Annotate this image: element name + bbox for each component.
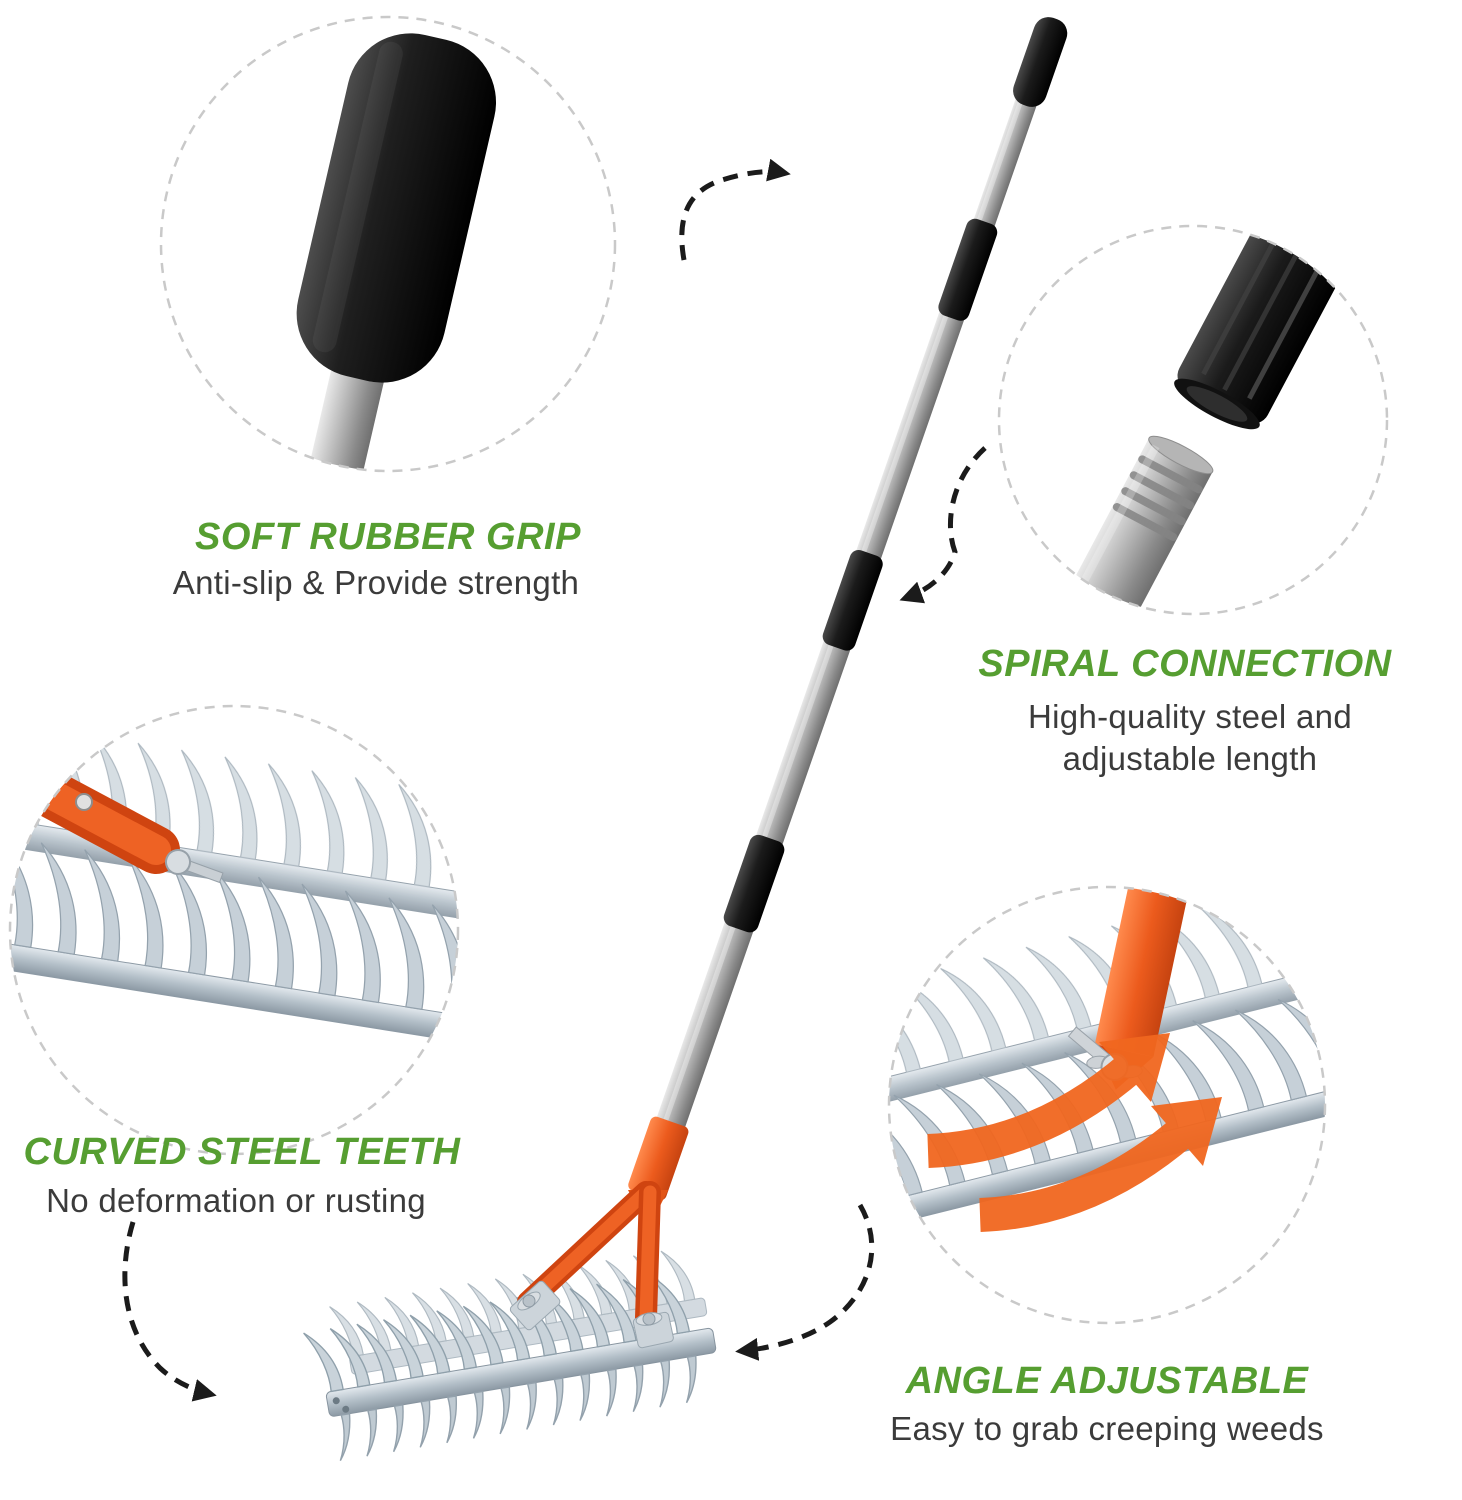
threaded-pole-end <box>1022 435 1214 614</box>
angle-feature-subtitle: Easy to grab creeping weeds <box>890 1410 1324 1447</box>
spiral-subtitle-line1: High-quality steel and <box>1028 698 1352 735</box>
dashed-circle-border <box>8 704 460 1156</box>
spiral-photo <box>997 224 1389 616</box>
wing-screw-left <box>517 1291 541 1311</box>
arrow-spiral-to-pole <box>899 446 987 604</box>
rake-pole <box>628 17 1068 1201</box>
top-end-cap <box>1013 17 1068 107</box>
angle-feature-title: ANGLE ADJUSTABLE <box>905 1360 1309 1402</box>
teeth-feature-title: CURVED STEEL TEETH <box>23 1131 461 1173</box>
arrow-grip-to-pole <box>679 158 791 261</box>
wing-bolt <box>165 849 224 884</box>
teeth-photo <box>8 704 460 1156</box>
angle-photo <box>887 885 1327 1325</box>
direction-arrows-icon <box>928 1033 1222 1232</box>
arrow-teeth-to-head <box>122 1221 217 1402</box>
dashed-circle-border <box>887 885 1327 1325</box>
pole-collar-2 <box>822 549 883 651</box>
pole-collar-1 <box>938 218 998 321</box>
teeth-bar <box>302 1246 717 1462</box>
angle-callout-circle <box>885 883 1329 1327</box>
teeth-feature-subtitle: No deformation or rusting <box>46 1182 426 1219</box>
teeth-callout-circle <box>6 702 462 1158</box>
pivot-plate-left <box>509 1280 561 1331</box>
wing-screw-right <box>635 1312 663 1326</box>
grip-feature-subtitle: Anti-slip & Provide strength <box>172 564 580 601</box>
grip-callout-circle <box>156 12 620 476</box>
spiral-subtitle-line2: adjustable length <box>1062 740 1318 778</box>
head-sleeve <box>628 1116 689 1201</box>
foam-grip-closeup <box>281 33 497 471</box>
rake-head <box>302 1181 717 1462</box>
arrow-angle-to-head <box>735 1203 875 1361</box>
spiral-callout-circle <box>995 222 1391 618</box>
yoke-arms <box>517 1181 668 1329</box>
spiral-feature-title: SPIRAL CONNECTION <box>978 643 1392 685</box>
grip-photo <box>159 15 617 473</box>
spiral-feature-subtitle: High-quality steel and adjustable length <box>1028 696 1352 780</box>
pole-collar-3 <box>723 834 785 933</box>
dashed-circle-border <box>997 224 1389 616</box>
front-teeth-rod <box>10 835 458 1043</box>
grip-feature-title: SOFT RUBBER GRIP <box>195 516 581 558</box>
dashed-circle-border <box>159 15 617 473</box>
